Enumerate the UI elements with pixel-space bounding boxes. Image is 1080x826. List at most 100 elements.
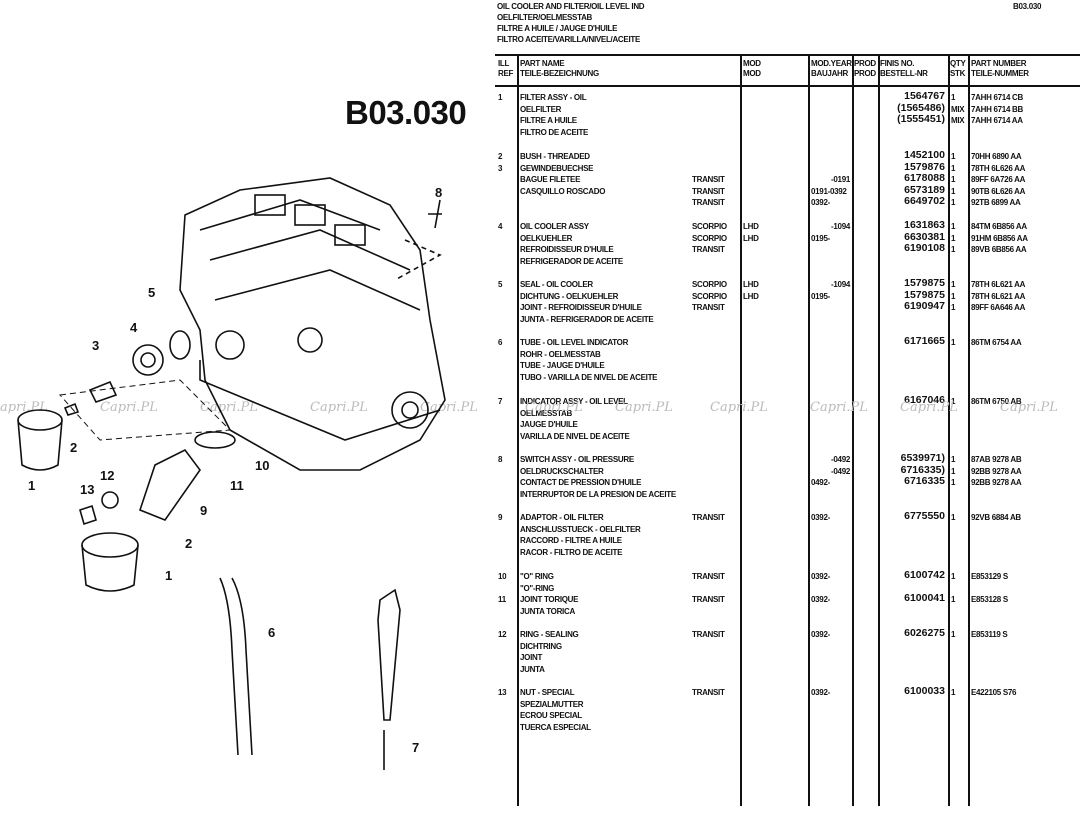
quantity: 1: [951, 222, 956, 231]
mod-year: 0392-: [811, 595, 830, 604]
ill-ref: 7: [498, 397, 503, 406]
model: TRANSIT: [692, 595, 725, 604]
part-number: 87AB 9278 AB: [971, 455, 1022, 464]
fins-number: 6573189: [904, 183, 945, 196]
callout-number: 9: [200, 503, 208, 518]
mod-year: 0392-: [811, 630, 830, 639]
part-number: 89VB 6B856 AA: [971, 245, 1027, 255]
fins-number: 6100033: [904, 685, 945, 697]
part-name: "O" RING: [520, 572, 554, 581]
quantity: 1: [951, 397, 956, 406]
part-number: 92BB 9278 AA: [971, 478, 1022, 488]
part-name: OELFILTER: [520, 104, 562, 114]
mod-year: 0392-: [811, 198, 830, 208]
header-ref: REF: [498, 69, 514, 78]
watermark-text: Capri.PL: [1000, 400, 1058, 415]
header-bestell: BESTELL-NR: [880, 69, 928, 78]
callout-number: 2: [70, 440, 78, 455]
quantity: MIX: [951, 116, 965, 126]
fins-number: 1631863: [904, 219, 945, 231]
part-number: 89FF 6A726 AA: [971, 175, 1026, 185]
watermark-text: Capri.PL: [100, 400, 158, 415]
part-number: 7AHH 6714 AA: [971, 116, 1023, 126]
quantity: 1: [951, 572, 956, 581]
part-name: SPEZIALMUTTER: [520, 699, 584, 709]
watermark-text: Capri.PL: [615, 400, 673, 415]
part-name: ADAPTOR - OIL FILTER: [520, 513, 604, 522]
header-prod: PROD: [854, 59, 876, 68]
part-number: 78TH 6L621 AA: [971, 280, 1026, 289]
part-name: REFROIDISSEUR D'HUILE: [520, 245, 614, 255]
part-number: E853128 S: [971, 595, 1008, 604]
part-number: 7AHH 6714 BB: [971, 104, 1023, 114]
header-part-number: PART NUMBER: [971, 59, 1027, 68]
drive-side: LHD: [743, 291, 759, 301]
part-number: 86TM 6754 AA: [971, 338, 1022, 347]
table-top-rule: [495, 54, 1080, 56]
table-header-rule: [495, 85, 1080, 87]
mod-year: 0492-: [811, 478, 830, 488]
part-number: 7AHH 6714 CB: [971, 93, 1023, 102]
watermark-text: Capri.PL: [200, 400, 258, 415]
part-name: RING - SEALING: [520, 630, 579, 639]
callout-number: 11: [230, 478, 244, 493]
filter-and-parts: [17, 330, 401, 770]
part-number: 92BB 9278 AA: [971, 466, 1022, 476]
mod-year: 0392-: [811, 688, 830, 697]
header-mod: MOD: [743, 59, 761, 68]
part-name: JUNTA - REFRIGERADOR DE ACEITE: [520, 314, 654, 324]
part-name: OELKUEHLER: [520, 233, 573, 243]
quantity: 1: [951, 303, 956, 313]
header-baujahr: BAUJAHR: [811, 69, 849, 78]
part-number: 86TM 6750 AB: [971, 397, 1022, 406]
fins-number: 6190108: [904, 242, 945, 255]
mod-year: 0195-: [811, 291, 830, 301]
callout-number: 13: [80, 482, 95, 497]
drive-side: LHD: [743, 222, 759, 231]
mod-year: 0191-0392: [811, 186, 847, 196]
quantity: 1: [951, 466, 956, 476]
model: TRANSIT: [692, 630, 725, 639]
header-prod-de: PROD: [854, 69, 876, 78]
quantity: 1: [951, 595, 956, 604]
part-number: E853119 S: [971, 630, 1008, 639]
mod-year: 0392-: [811, 572, 830, 581]
watermark-text: Capri.PL: [525, 400, 583, 415]
header-teile-nummer: TEILE-NUMMER: [971, 69, 1029, 78]
part-name: DICHTUNG - OELKUEHLER: [520, 291, 619, 301]
quantity: 1: [951, 688, 956, 697]
quantity: 1: [951, 175, 956, 185]
ill-ref: 4: [498, 222, 503, 231]
header-part-name-de: TEILE-BEZEICHNUNG: [520, 69, 599, 78]
part-name: BAGUE FILETEE: [520, 175, 581, 185]
model: SCORPIO: [692, 280, 727, 289]
watermark-text: Capri.PL: [810, 400, 868, 415]
callout-number: 2: [185, 536, 193, 551]
part-name: OELDRUCKSCHALTER: [520, 466, 604, 476]
watermark-text: Capri.PL: [710, 400, 768, 415]
fins-number: 6190947: [904, 300, 945, 313]
watermark-text: Capri.PL: [0, 400, 48, 415]
ill-ref: 2: [498, 152, 503, 161]
quantity: 1: [951, 163, 956, 173]
part-name: OELMESSTAB: [520, 408, 572, 418]
engine-illustration: [179, 177, 446, 471]
part-number: 78TH 6L621 AA: [971, 291, 1026, 301]
part-name: SEAL - OIL COOLER: [520, 280, 593, 289]
part-name: JOINT - REFROIDISSEUR D'HUILE: [520, 303, 642, 313]
part-name: OIL COOLER ASSY: [520, 222, 589, 231]
callout-number: 6: [268, 625, 276, 640]
part-number: 84TM 6B856 AA: [971, 222, 1027, 231]
fins-number: 1564767: [904, 90, 945, 102]
callout-number: 8: [435, 185, 443, 200]
quantity: 1: [951, 233, 956, 243]
col-divider: [948, 56, 950, 806]
part-name: TUBE - OIL LEVEL INDICATOR: [520, 338, 629, 347]
mod-year: -1094: [831, 222, 850, 231]
fins-number: 6171665: [904, 335, 945, 347]
title-fr: FILTRE A HUILE / JAUGE D'HUILE: [497, 24, 618, 33]
part-name: GEWINDEBUECHSE: [520, 163, 594, 173]
model: TRANSIT: [692, 688, 725, 697]
col-divider: [852, 56, 854, 806]
fins-number: 6167046: [904, 394, 945, 406]
